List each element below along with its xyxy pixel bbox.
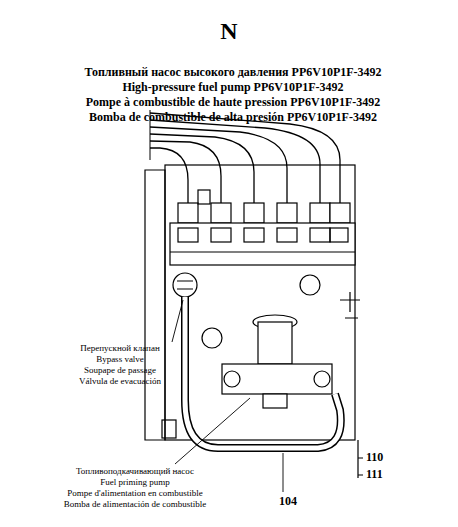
- callout-bracket: [358, 440, 363, 478]
- part-label: Pompe d'alimentation en combustible: [20, 489, 250, 499]
- pump-title: High-pressure fuel pump PP6V10P1F-3492: [4, 81, 458, 94]
- bracket: [145, 170, 165, 440]
- callout-number: 110: [366, 451, 396, 464]
- leader-line: [172, 300, 183, 342]
- bypass-valve: [173, 273, 197, 297]
- fitting: [162, 420, 176, 438]
- bolt: [340, 292, 360, 318]
- fuel-priming-pump: [222, 315, 332, 408]
- delivery-fittings: [178, 203, 350, 223]
- pump-title: Топливный насос высокого давления PP6V10…: [4, 66, 458, 79]
- pump-title: Bomba de combustible de alta presión PP6…: [4, 111, 458, 124]
- part-label: Топливоподкачивающий насос: [20, 467, 250, 477]
- leader-line: [175, 398, 250, 464]
- head-nuts: [170, 228, 355, 252]
- part-label: Bomba de alimentación de combustible: [20, 500, 250, 510]
- injection-pipes: [150, 110, 340, 205]
- part-label: Bypass valve: [40, 355, 200, 365]
- part-label: Fuel priming pump: [20, 478, 250, 488]
- pump-head: [170, 223, 355, 265]
- mounting-plate: [165, 165, 355, 440]
- callout-number: 111: [366, 468, 396, 481]
- part-label: Перепускной клапан: [40, 344, 200, 354]
- filter-cap: [202, 328, 222, 348]
- part-label: Soupape de passage: [40, 366, 200, 376]
- pump-title: Pompe à combustible de haute pression PP…: [4, 96, 458, 109]
- callout-number: 104: [268, 495, 308, 508]
- leader-line: [283, 453, 284, 492]
- bleed-screw: [198, 190, 210, 204]
- plug: [300, 275, 320, 295]
- fuel-pipe: [185, 297, 341, 448]
- part-label: Válvula de evacuación: [40, 377, 200, 387]
- fuel-pipe-inner: [185, 297, 341, 448]
- page-title: N: [0, 18, 458, 44]
- bypass-valve-detail: [177, 281, 193, 289]
